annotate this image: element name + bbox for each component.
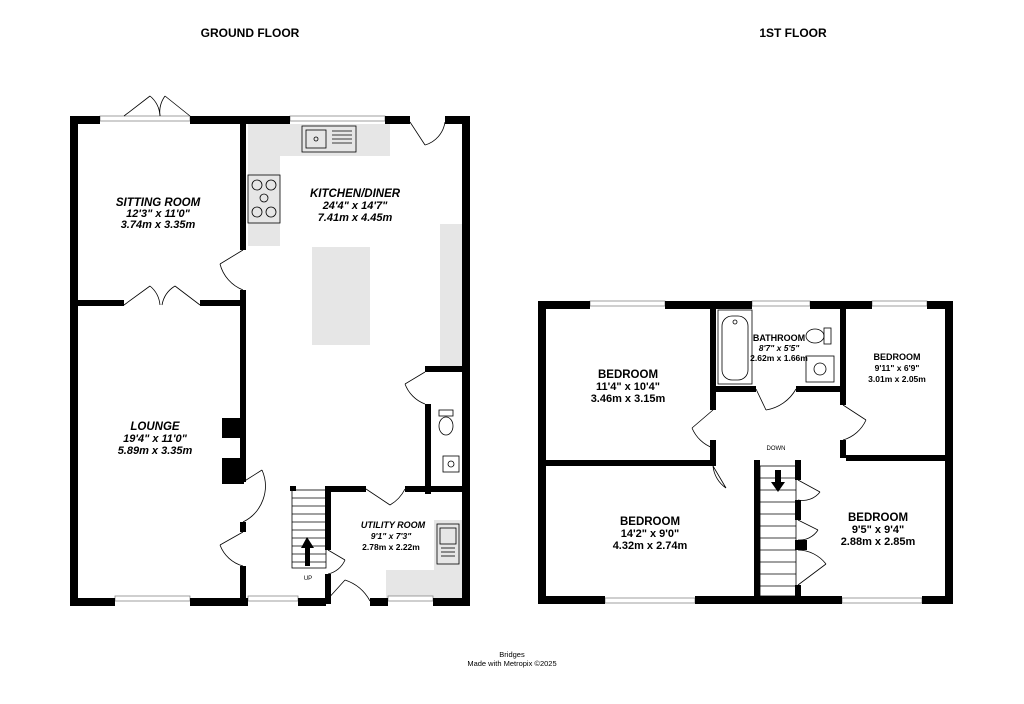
kitchen-diner-metric: 7.41m x 4.45m	[318, 212, 393, 224]
toilet-icon	[438, 409, 460, 473]
kitchen-side-worktop	[248, 156, 280, 246]
bedroom-2-imperial: 9'11" x 6'9"	[875, 363, 920, 373]
bedroom-4-name: BEDROOM	[848, 512, 908, 524]
kitchen-tall-units	[440, 224, 462, 366]
hob-icon	[247, 174, 281, 224]
window	[99, 115, 191, 122]
utility-sink-icon	[436, 523, 460, 565]
stairs-down-label: DOWN	[767, 446, 786, 452]
utility-worktop	[386, 570, 462, 598]
stairs-up-label: UP	[304, 576, 312, 582]
window	[247, 595, 299, 602]
utility-room-name: UTILITY ROOM	[361, 520, 426, 530]
lounge-imperial: 19'4" x 11'0"	[123, 433, 188, 445]
utility-side-worktop	[434, 520, 462, 570]
bedroom-1-metric: 3.46m x 3.15m	[591, 393, 666, 405]
stair-down-arrow-icon	[771, 470, 785, 492]
doors	[123, 95, 446, 602]
ground-floor-heading: GROUND FLOOR	[201, 26, 300, 40]
window	[841, 597, 923, 604]
window	[751, 300, 811, 307]
lounge-metric: 5.89m x 3.35m	[118, 445, 193, 457]
bedroom-3-imperial: 14'2" x 9'0"	[621, 528, 679, 540]
basin-icon	[805, 355, 835, 383]
window	[387, 595, 434, 602]
kitchen-worktop	[248, 124, 390, 156]
sitting-room-imperial: 12'3" x 11'0"	[126, 208, 191, 220]
bathroom-metric: 2.62m x 1.66m	[750, 353, 808, 363]
window	[114, 595, 191, 602]
stair-up-arrow-icon	[301, 537, 314, 566]
sitting-room-name: SITTING ROOM	[116, 197, 201, 209]
utility-room-metric: 2.78m x 2.22m	[362, 542, 420, 552]
bedroom-2-name: BEDROOM	[874, 352, 921, 362]
window	[589, 300, 666, 307]
bedroom-1-name: BEDROOM	[598, 369, 658, 381]
first-floor-plan: DOWN BEDROOM 11'4" x 10'4" 3.46m x 3.15m…	[538, 300, 953, 604]
bedroom-1-imperial: 11'4" x 10'4"	[596, 381, 660, 393]
ground-floor-plan: UP SITTING ROOM 12'3" x 11'0" 3.74m x 3.…	[70, 95, 470, 606]
kitchen-sink-icon	[301, 125, 357, 153]
staircase	[291, 489, 327, 569]
bedroom-4-metric: 2.88m x 2.85m	[841, 536, 916, 548]
window	[604, 597, 696, 604]
bathtub-icon	[717, 309, 753, 385]
window	[871, 300, 928, 307]
window	[289, 115, 386, 122]
bathroom-imperial: 8'7" x 5'5"	[759, 343, 800, 353]
bathroom-name: BATHROOM	[753, 333, 805, 343]
bedroom-4-imperial: 9'5" x 9'4"	[852, 524, 904, 536]
kitchen-island	[312, 247, 370, 345]
upper-doors	[691, 388, 867, 586]
upper-staircase	[759, 465, 797, 597]
lounge-name: LOUNGE	[130, 421, 180, 433]
sitting-room-metric: 3.74m x 3.35m	[121, 219, 196, 231]
kitchen-diner-imperial: 24'4" x 14'7"	[322, 200, 388, 212]
bedroom-3-metric: 4.32m x 2.74m	[613, 540, 688, 552]
bedroom-3-name: BEDROOM	[620, 516, 680, 528]
first-floor-heading: 1ST FLOOR	[759, 26, 827, 40]
utility-room-imperial: 9'1" x 7'3"	[371, 531, 412, 541]
bathroom-toilet-icon	[805, 327, 832, 345]
footer-agent-name: Bridges	[499, 650, 525, 659]
footer-credit: Made with Metropix ©2025	[467, 659, 556, 668]
kitchen-diner-name: KITCHEN/DINER	[310, 188, 401, 200]
bedroom-2-metric: 3.01m x 2.05m	[868, 374, 926, 384]
